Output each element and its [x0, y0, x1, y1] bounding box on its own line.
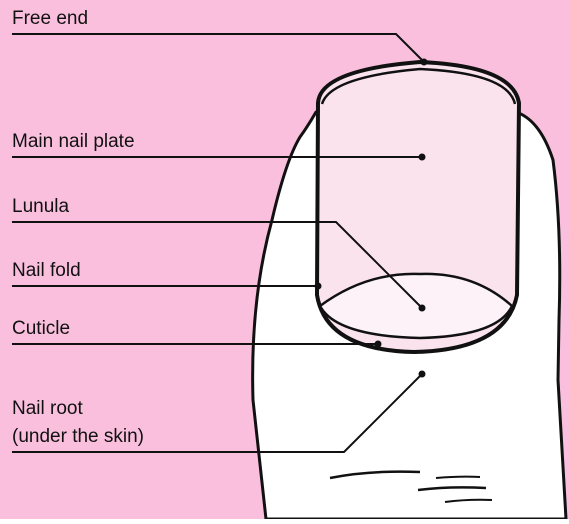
- nail-fold-dot: [315, 283, 322, 290]
- free-end-dot: [421, 59, 428, 66]
- nail-fold-label: Nail fold: [12, 260, 81, 281]
- nail-root-label-line1: Nail root: [12, 398, 83, 419]
- lunula-dot: [419, 305, 426, 312]
- cuticle-dot: [375, 341, 382, 348]
- main-nail-plate-label: Main nail plate: [12, 131, 135, 152]
- nail-root-dot: [419, 371, 426, 378]
- free-end-label: Free end: [12, 8, 88, 29]
- lunula-label: Lunula: [12, 196, 69, 217]
- cuticle-label: Cuticle: [12, 318, 70, 339]
- nail-root-label-line2: (under the skin): [12, 426, 144, 447]
- main-nail-plate-dot: [419, 154, 426, 161]
